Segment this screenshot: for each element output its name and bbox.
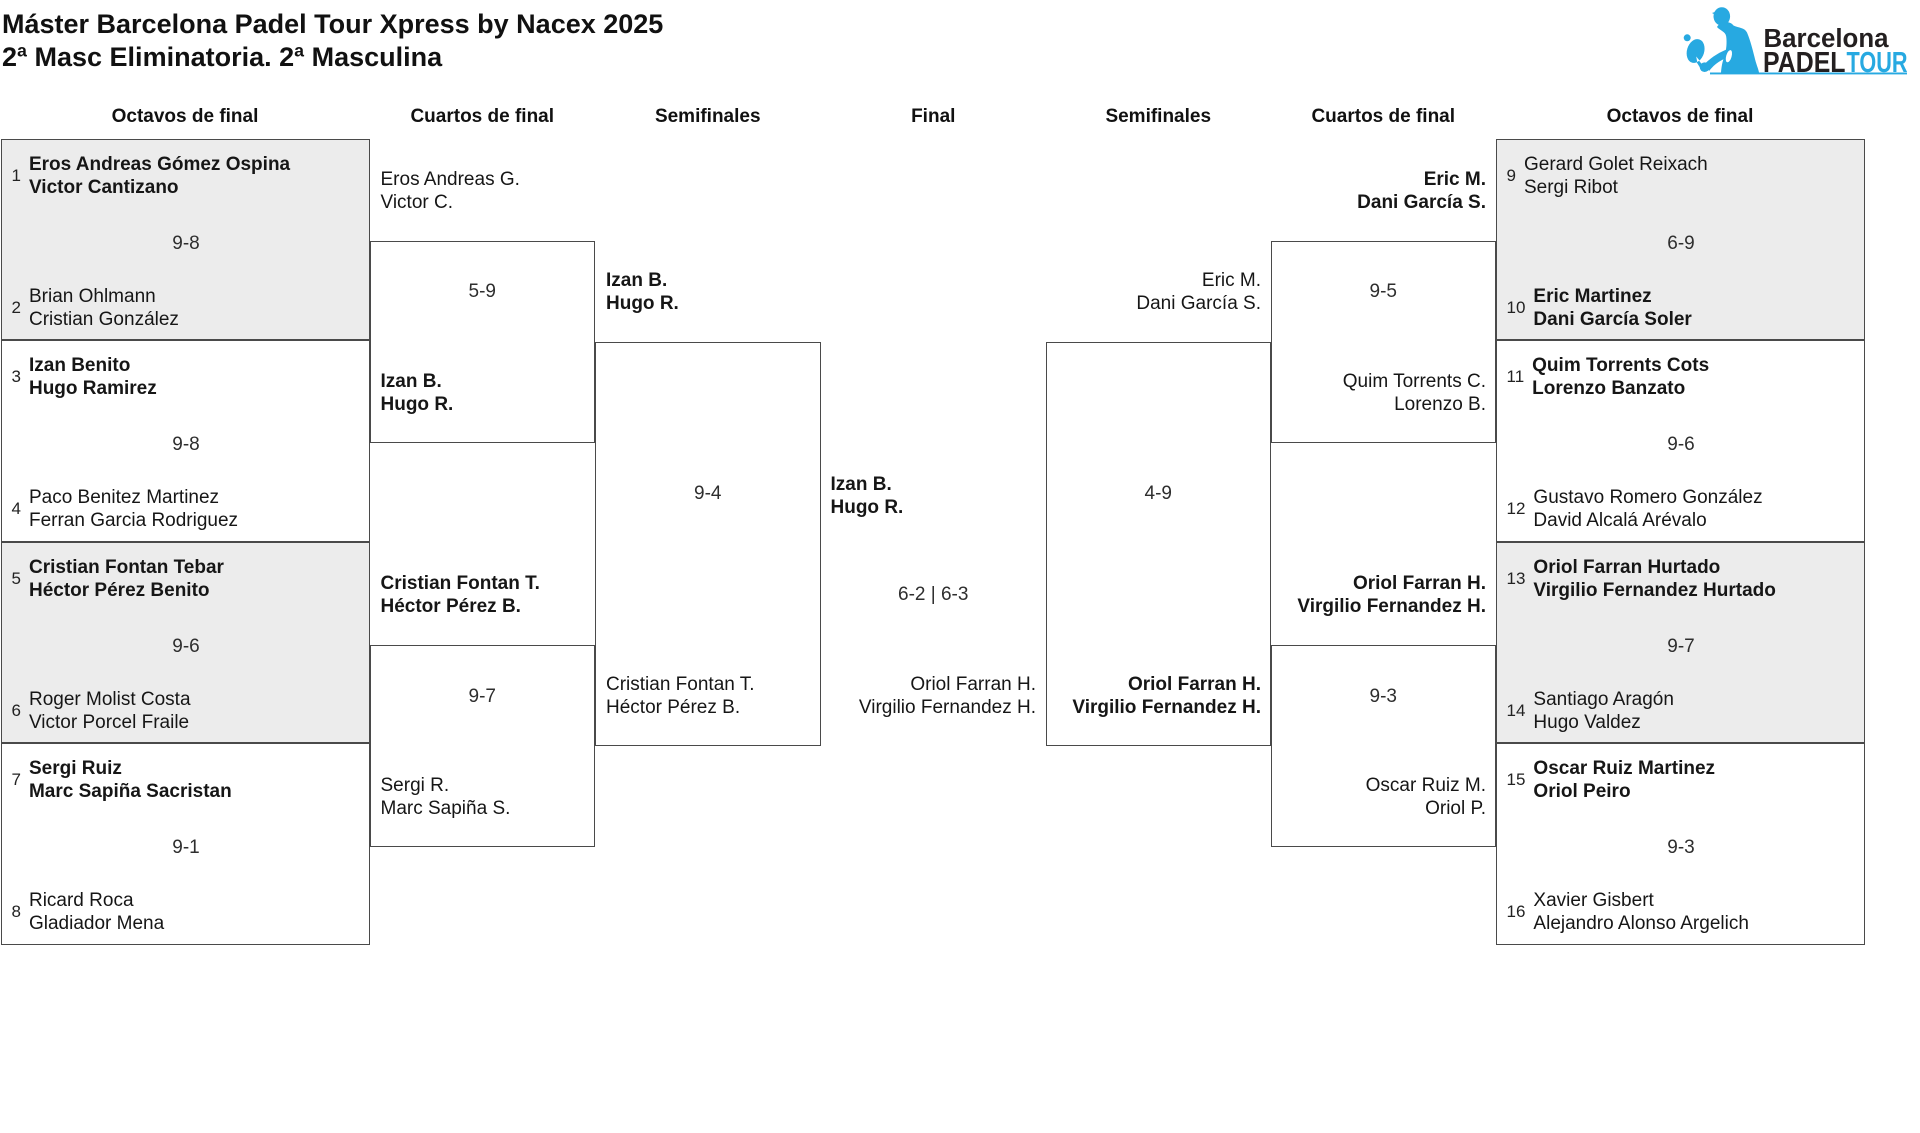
svg-text:PADEL: PADEL	[1763, 47, 1846, 79]
svg-text:TOUR: TOUR	[1847, 47, 1908, 79]
svg-text:Barcelona: Barcelona	[1764, 25, 1890, 53]
